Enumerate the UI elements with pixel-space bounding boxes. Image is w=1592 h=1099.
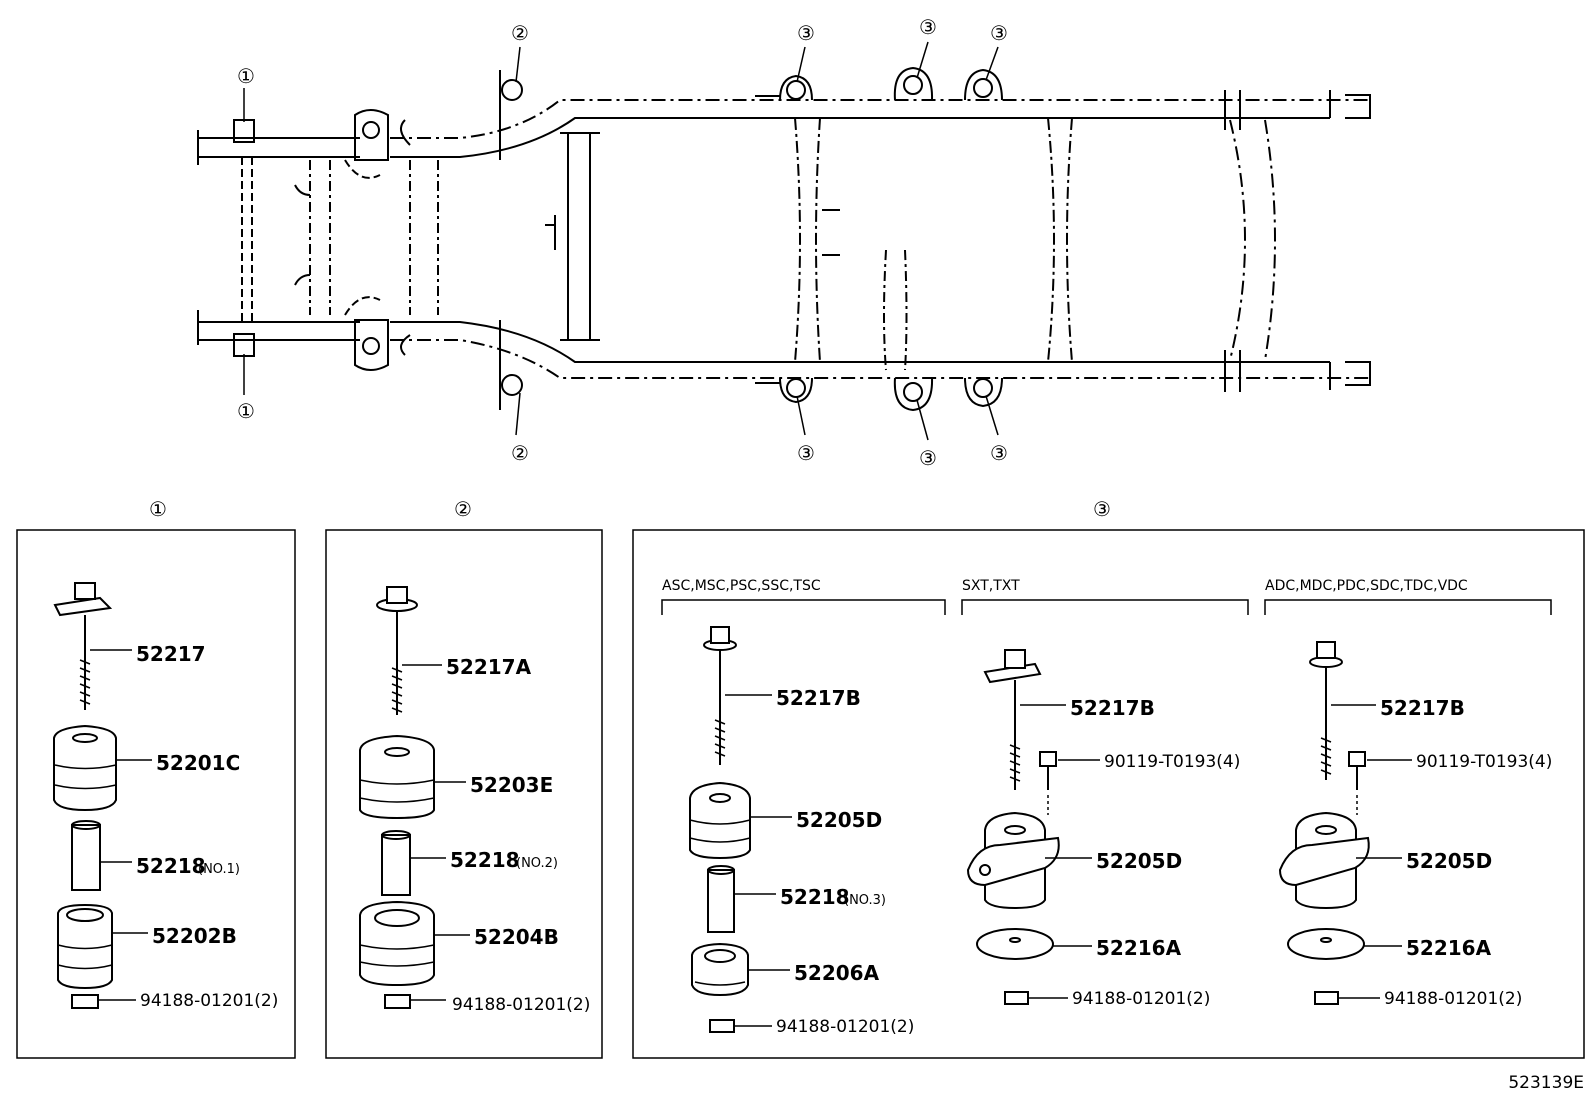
panel2-title: ②: [454, 497, 472, 521]
panel3-group-a-label: ASC,MSC,PSC,SSC,TSC: [662, 578, 821, 594]
panel1-box: [16, 529, 296, 1059]
callout-3c-bottom: ③: [990, 441, 1008, 465]
panel3-box: [632, 529, 1585, 1059]
panel3-b-bolt-label: 52217B: [1070, 696, 1155, 720]
panel3-b-cushion-label: 52205D: [1096, 849, 1182, 873]
panel3-c-nut-label: 94188-01201(2): [1384, 989, 1522, 1009]
panel1-collar-note: (NO.1): [198, 862, 240, 877]
panel3-c-cushion-label: 52205D: [1406, 849, 1492, 873]
panel2-collar-note: (NO.2): [516, 856, 558, 871]
panel1-cushion-lower-label: 52202B: [152, 924, 237, 948]
panel2-collar-label: 52218: [450, 848, 520, 872]
panel3-title: ③: [1093, 497, 1111, 521]
panel1-nut-label: 94188-01201(2): [140, 991, 278, 1011]
panel3-group-a-parts: [689, 626, 792, 1033]
callout-1-top: ①: [237, 64, 255, 88]
panel3-c-washer-label: 52216A: [1406, 936, 1492, 960]
panel3-a-bolt-label: 52217B: [776, 686, 861, 710]
callout-1-bottom: ①: [237, 399, 255, 423]
callout-3b-bottom: ③: [919, 446, 937, 470]
panel3-c-screw-label: 90119-T0193(4): [1416, 752, 1552, 772]
panel3-a-collar-note: (NO.3): [844, 893, 886, 908]
diagram-code: 523139E: [1508, 1073, 1584, 1093]
panel3-c-bolt-label: 52217B: [1380, 696, 1465, 720]
panel2-cushion-lower-label: 52204B: [474, 925, 559, 949]
panel3-a-collar-label: 52218: [780, 885, 850, 909]
callout-2-top: ②: [511, 21, 529, 45]
panel3-group-b-label: SXT,TXT: [962, 578, 1020, 594]
callout-3c-top: ③: [990, 21, 1008, 45]
callout-3a-top: ③: [797, 21, 815, 45]
panel3-a-cushion-lower-label: 52206A: [794, 961, 880, 985]
chassis-frame: [197, 66, 1371, 412]
callout-3a-bottom: ③: [797, 441, 815, 465]
callout-2-bottom: ②: [511, 441, 529, 465]
panel3-b-nut-label: 94188-01201(2): [1072, 989, 1210, 1009]
callout-leaders: [243, 41, 999, 441]
panel3-a-cushion-upper-label: 52205D: [796, 808, 882, 832]
panel2-parts: [359, 586, 470, 1009]
panel1-cushion-upper-label: 52201C: [156, 751, 240, 775]
panel1-title: ①: [149, 497, 167, 521]
panel3-b-washer-label: 52216A: [1096, 936, 1182, 960]
panel2-cushion-upper-label: 52203E: [470, 773, 553, 797]
panel3-a-nut-label: 94188-01201(2): [776, 1017, 914, 1037]
callout-3b-top: ③: [919, 15, 937, 39]
panel2-nut-label: 94188-01201(2): [452, 995, 590, 1015]
panel3-b-screw-label: 90119-T0193(4): [1104, 752, 1240, 772]
panel3-group-b-parts: [966, 649, 1100, 1005]
panel3-group-c-parts: [1278, 641, 1412, 1005]
panel3-group-c-label: ADC,MDC,PDC,SDC,TDC,VDC: [1265, 578, 1468, 594]
panel1-bolt-label: 52217: [136, 642, 206, 666]
panel2-bolt-label: 52217A: [446, 655, 532, 679]
group-brackets: [661, 599, 1552, 615]
panel2-box: [325, 529, 603, 1059]
panel1-collar-label: 52218: [136, 854, 206, 878]
panel1-parts: [53, 582, 152, 1009]
